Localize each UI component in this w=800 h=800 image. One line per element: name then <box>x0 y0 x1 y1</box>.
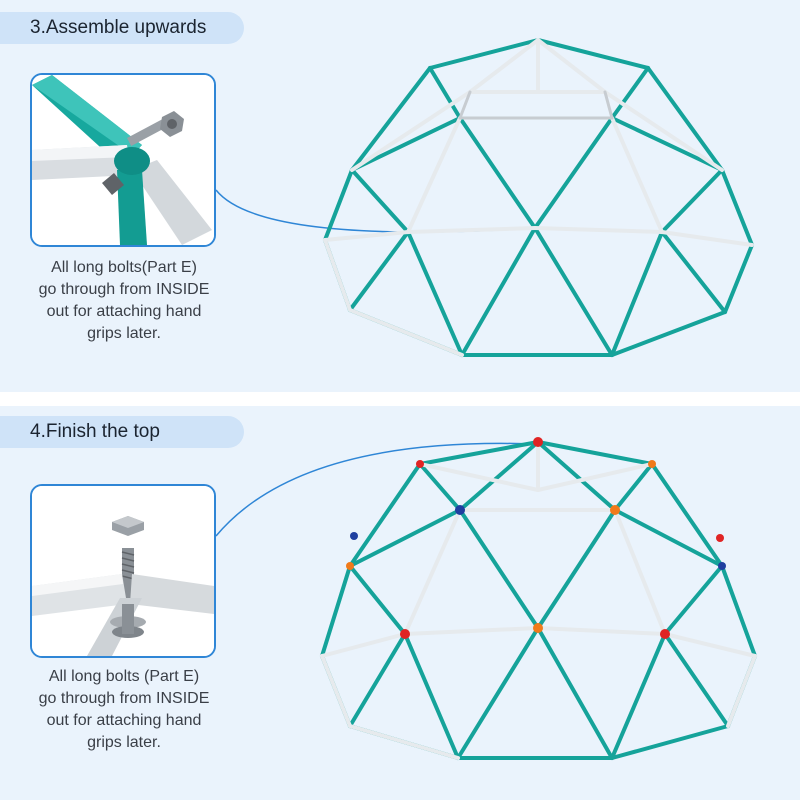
caption-line: grips later. <box>87 325 161 342</box>
grip-blue <box>350 532 358 540</box>
panel-divider <box>0 392 800 406</box>
bolt-nut-washer-closeup-icon <box>32 486 214 656</box>
grip-orange <box>610 505 620 515</box>
step-3-caption: All long bolts(Part E) go through from I… <box>14 257 234 345</box>
grip-orange <box>346 562 354 570</box>
caption-line: go through from INSIDE <box>38 281 210 298</box>
grip-red <box>660 629 670 639</box>
step-3-title: 3.Assemble upwards <box>0 12 244 44</box>
step-4-title: 4.Finish the top <box>0 416 244 448</box>
grip-red <box>716 534 724 542</box>
caption-line: out for attaching hand <box>46 712 202 729</box>
grip-red <box>533 437 543 447</box>
grip-blue <box>718 562 726 570</box>
caption-line: out for attaching hand <box>46 303 202 320</box>
caption-line: grips later. <box>87 734 161 751</box>
step-3-panel: 3.Assemble upwards All long bolts(Part E… <box>0 0 800 392</box>
caption-line: All long bolts(Part E) <box>51 259 197 276</box>
step-4-detail-box <box>30 484 216 658</box>
bolt-joint-closeup-icon <box>32 75 214 245</box>
grip-orange <box>533 623 543 633</box>
complete-dome-illustration <box>215 437 757 760</box>
step-3-detail-box <box>30 73 216 247</box>
caption-line: go through from INSIDE <box>38 690 210 707</box>
step-4-panel: 4.Finish the top <box>0 406 800 800</box>
hand-grips <box>346 437 726 639</box>
caption-line: All long bolts (Part E) <box>48 668 200 685</box>
grip-red <box>416 460 424 468</box>
grip-red <box>400 629 410 639</box>
step-4-caption: All long bolts (Part E) go through from … <box>14 666 234 754</box>
grip-orange <box>648 460 656 468</box>
callout-line <box>215 442 536 537</box>
grip-blue <box>455 505 465 515</box>
partial-dome-illustration <box>215 38 754 357</box>
